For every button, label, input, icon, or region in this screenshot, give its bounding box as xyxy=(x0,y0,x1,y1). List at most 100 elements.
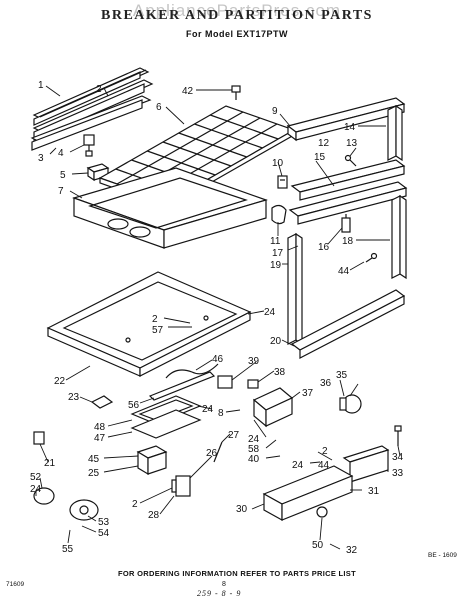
screw-42 xyxy=(231,85,241,100)
callout-28: 28 xyxy=(148,510,160,521)
callout-2d: 2 xyxy=(132,499,138,510)
callout-8: 8 xyxy=(218,408,224,419)
callout-10: 10 xyxy=(272,158,284,169)
callout-47: 47 xyxy=(94,433,106,444)
callout-35: 35 xyxy=(336,370,348,381)
frame-strip-15 xyxy=(290,159,406,201)
callout-46: 46 xyxy=(212,354,224,365)
callout-2b: 2 xyxy=(152,314,158,325)
callout-24b: 24 xyxy=(202,404,214,415)
callout-38: 38 xyxy=(274,367,286,378)
callout-17: 17 xyxy=(272,248,284,259)
callout-24d: 24 xyxy=(292,460,304,471)
callout-27: 27 xyxy=(228,430,240,441)
callout-11: 11 xyxy=(270,236,281,247)
callout-30: 30 xyxy=(236,504,248,515)
frame-strip-18 xyxy=(391,194,407,280)
callout-24c: 24 xyxy=(248,434,260,445)
callout-39: 39 xyxy=(248,356,260,367)
frame-strip-9 xyxy=(286,97,406,142)
bracket-part-11 xyxy=(271,204,287,225)
ordering-instruction: FOR ORDERING INFORMATION REFER TO PARTS … xyxy=(118,569,356,578)
callout-12: 12 xyxy=(318,138,330,149)
page-number: 8 xyxy=(222,581,226,588)
frame-strip-19 xyxy=(287,232,303,346)
callout-labels: 1 2 3 4 5 6 7 42 9 14 12 13 15 10 11 16 … xyxy=(30,80,404,556)
callout-57: 57 xyxy=(152,325,164,336)
figure-code: BE - 1609 xyxy=(428,552,457,559)
callout-7: 7 xyxy=(58,186,64,197)
screw-13 xyxy=(344,154,357,167)
dial-53 xyxy=(69,499,99,521)
breaker-strip-1 xyxy=(32,67,150,126)
callout-24e: 24 xyxy=(30,484,42,495)
housing-37 xyxy=(252,387,294,428)
hinge-part-10 xyxy=(277,175,288,189)
callout-58: 58 xyxy=(248,444,260,455)
knob-21 xyxy=(33,431,45,445)
callout-37: 37 xyxy=(302,388,314,399)
frame-strip-14 xyxy=(387,104,403,162)
knob-50 xyxy=(316,506,328,518)
fastener-16 xyxy=(341,214,351,233)
diagram-title: BREAKER AND PARTITION PARTS xyxy=(101,8,373,23)
partition-frame-7 xyxy=(72,167,268,249)
watermark-text: AppliancePartsPros.com xyxy=(132,1,342,20)
callout-44: 44 xyxy=(338,266,350,277)
callout-26: 26 xyxy=(206,448,218,459)
breaker-strip-3 xyxy=(30,95,152,151)
callout-31: 31 xyxy=(368,486,380,497)
leader-lines xyxy=(35,85,401,550)
switch-38 xyxy=(247,379,259,389)
light-housing-39 xyxy=(217,375,233,389)
callout-18: 18 xyxy=(342,236,354,247)
callout-20: 20 xyxy=(270,336,282,347)
switch-26 xyxy=(171,475,191,497)
callout-56: 56 xyxy=(128,400,140,411)
callout-3: 3 xyxy=(38,153,44,164)
callout-2: 2 xyxy=(96,84,102,95)
callout-1: 1 xyxy=(38,80,44,91)
callout-24: 24 xyxy=(264,307,276,318)
thermostat-25 xyxy=(136,445,168,476)
callout-19: 19 xyxy=(270,260,282,271)
callout-6: 6 xyxy=(156,102,162,113)
part-23 xyxy=(90,395,114,409)
callout-45: 45 xyxy=(88,454,100,465)
callout-5: 5 xyxy=(60,170,66,181)
control-housing-30 xyxy=(262,465,354,522)
callout-4: 4 xyxy=(58,148,64,159)
frame-strip-11 xyxy=(288,181,408,225)
callout-32: 32 xyxy=(346,545,358,556)
callout-33: 33 xyxy=(392,468,404,479)
callout-21: 21 xyxy=(44,458,56,469)
partition-tray-22 xyxy=(46,271,252,377)
wire-46 xyxy=(165,363,219,379)
model-subtitle: For Model EXT17PTW xyxy=(185,29,288,39)
callout-15: 15 xyxy=(314,152,326,163)
frame-strip-20 xyxy=(290,289,406,359)
callout-9: 9 xyxy=(272,106,278,117)
callout-36: 36 xyxy=(320,378,332,389)
callout-16: 16 xyxy=(318,242,330,253)
callout-40: 40 xyxy=(248,454,260,465)
callout-25: 25 xyxy=(88,468,100,479)
callout-48: 48 xyxy=(94,422,106,433)
callout-54: 54 xyxy=(98,528,110,539)
clip-part-4 xyxy=(83,134,95,157)
callout-22: 22 xyxy=(54,376,66,387)
strip-56 xyxy=(148,371,216,401)
callout-14: 14 xyxy=(344,122,356,133)
screw-44 xyxy=(365,252,378,263)
callout-34: 34 xyxy=(392,452,404,463)
callout-2c: 2 xyxy=(322,446,328,457)
wire-27 xyxy=(213,441,223,463)
callout-55: 55 xyxy=(62,544,74,555)
screw-34 xyxy=(394,425,402,446)
callout-44b: 44 xyxy=(318,460,330,471)
bulb-35 xyxy=(339,394,362,414)
callout-42: 42 xyxy=(182,86,194,97)
callout-50: 50 xyxy=(312,540,324,551)
document-code: 71609 xyxy=(6,581,25,588)
